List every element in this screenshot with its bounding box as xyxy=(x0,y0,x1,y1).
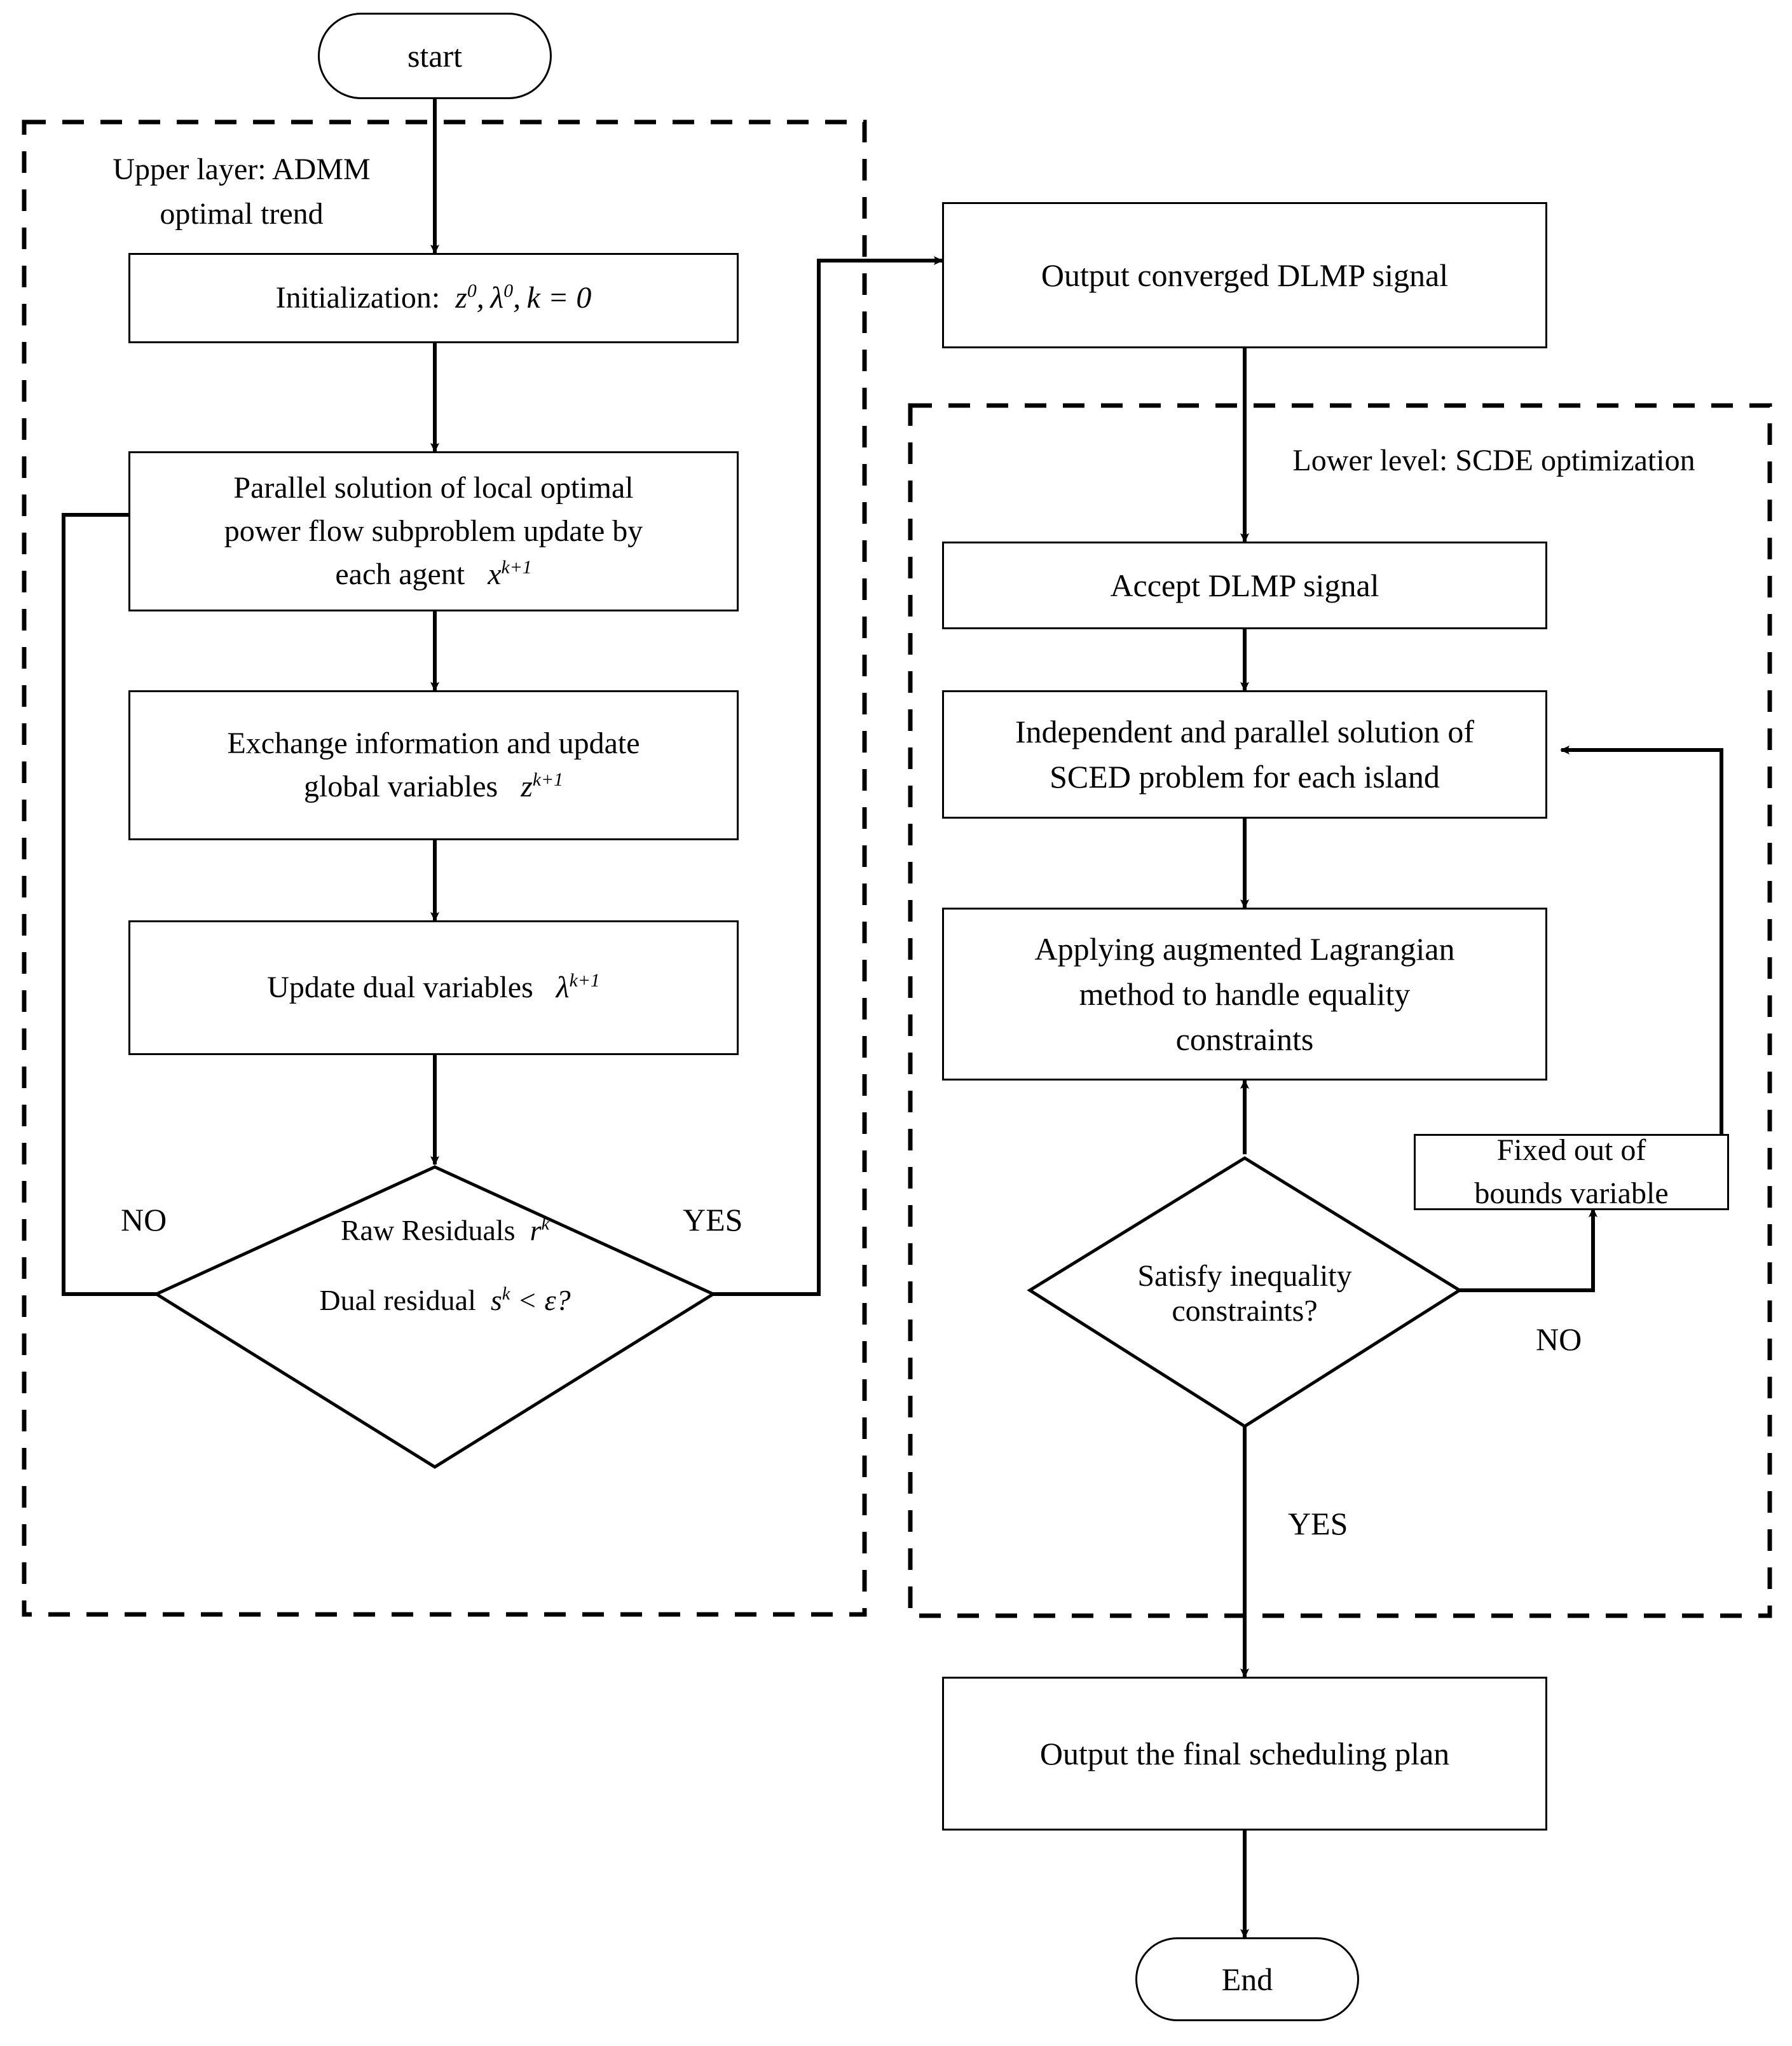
decision-residual-math2: sk < ε? xyxy=(490,1283,571,1316)
decision-residual-math1: rk xyxy=(530,1213,550,1246)
edge-ineq-no-fixed xyxy=(1460,1208,1597,1292)
node-start[interactable]: start xyxy=(318,13,552,99)
decision-residual-label2: Dual residual xyxy=(319,1283,476,1316)
node-sced-content: Independent and parallel solution of SCE… xyxy=(1006,709,1483,800)
node-fixed-content: Fixed out of bounds variable xyxy=(1465,1129,1677,1215)
node-exchange-math: zk+1 xyxy=(505,769,564,803)
node-fixed-line1: Fixed out of xyxy=(1496,1133,1646,1167)
node-parallel-solution[interactable]: Parallel solution of local optimal power… xyxy=(128,451,739,611)
group-lower-line1: Lower level: SCDE optimization xyxy=(1292,444,1695,477)
node-lagr-line1: Applying augmented Lagrangian xyxy=(1034,931,1455,967)
node-lagr-line2: method to handle equality xyxy=(1079,976,1411,1012)
node-dual-math: λk+1 xyxy=(556,969,600,1004)
edge-label-residual-no: NO xyxy=(121,1202,167,1238)
node-dual-line1: Update dual variables xyxy=(267,970,533,1004)
node-dual-content: Update dual variables λk+1 xyxy=(258,966,608,1009)
node-initialization[interactable]: Initialization: z0, λ0, k = 0 xyxy=(128,253,739,343)
node-sced-solution[interactable]: Independent and parallel solution of SCE… xyxy=(942,690,1547,819)
decision-residual-diamond xyxy=(153,1165,717,1469)
node-initialization-content: Initialization: z0, λ0, k = 0 xyxy=(267,276,601,320)
node-parallel-math: xk+1 xyxy=(488,557,532,592)
node-lagr-line3: constraints xyxy=(1175,1021,1314,1057)
edge-residual-yes xyxy=(713,256,943,1296)
node-final-plan-label: Output the final scheduling plan xyxy=(1039,1735,1450,1771)
decision-residual-label1: Raw Residuals xyxy=(340,1213,516,1246)
node-exchange-line1: Exchange information and update xyxy=(227,726,640,760)
node-initialization-math: z0, λ0, k = 0 xyxy=(455,280,592,315)
node-augmented-lagrangian[interactable]: Applying augmented Lagrangian method to … xyxy=(942,908,1547,1081)
node-sced-line2: SCED problem for each island xyxy=(1050,759,1440,795)
node-parallel-line1: Parallel solution of local optimal xyxy=(233,470,634,505)
node-output-converged-dlmp[interactable]: Output converged DLMP signal xyxy=(942,202,1547,348)
node-exchange-content: Exchange information and update global v… xyxy=(218,722,648,808)
decision-residual-line1: Raw Residuals rk xyxy=(280,1195,610,1265)
node-fixed-line2: bounds variable xyxy=(1474,1176,1669,1210)
node-update-dual-variables[interactable]: Update dual variables λk+1 xyxy=(128,920,739,1055)
decision-inequality-line1: Satisfy inequality xyxy=(1137,1259,1352,1293)
node-start-label: start xyxy=(407,38,463,74)
edge-label-inequality-no: NO xyxy=(1536,1321,1582,1357)
decision-inequality-line2: constraints? xyxy=(1172,1294,1318,1328)
node-parallel-line2: power flow subproblem update by xyxy=(224,514,643,548)
group-label-lower: Lower level: SCDE optimization xyxy=(1252,439,1735,483)
node-accept-dlmp[interactable]: Accept DLMP signal xyxy=(942,542,1547,629)
node-parallel-solution-content: Parallel solution of local optimal power… xyxy=(215,467,652,596)
node-output-dlmp-label: Output converged DLMP signal xyxy=(1041,257,1449,293)
node-output-final-plan[interactable]: Output the final scheduling plan xyxy=(942,1677,1547,1831)
node-exchange-line2: global variables xyxy=(303,770,498,803)
node-parallel-line3: each agent xyxy=(335,557,465,592)
node-sced-line1: Independent and parallel solution of xyxy=(1015,714,1474,749)
decision-residual-line2: Dual residual sk < ε? xyxy=(267,1265,623,1335)
decision-inequality-diamond xyxy=(1027,1156,1463,1428)
group-label-upper: Upper layer: ADMM optimal trend xyxy=(95,147,388,236)
node-lagr-content: Applying augmented Lagrangian method to … xyxy=(1026,927,1464,1062)
node-end-label: End xyxy=(1221,1961,1273,1997)
group-upper-dashed-box xyxy=(22,119,867,1617)
node-exchange-information[interactable]: Exchange information and update global v… xyxy=(128,690,739,840)
node-fixed-out-of-bounds[interactable]: Fixed out of bounds variable xyxy=(1414,1133,1729,1210)
edge-fixed-to-sced xyxy=(1560,746,1723,1138)
group-upper-line2: optimal trend xyxy=(160,196,324,231)
edge-residual-no-loop xyxy=(62,510,211,1296)
group-lower-dashed-box xyxy=(908,403,1772,1618)
node-initialization-label: Initialization: xyxy=(275,280,441,315)
group-upper-line1: Upper layer: ADMM xyxy=(113,153,371,186)
edge-label-inequality-yes: YES xyxy=(1288,1506,1348,1541)
node-end[interactable]: End xyxy=(1135,1937,1359,2021)
edge-label-residual-yes: YES xyxy=(683,1202,743,1238)
node-accept-dlmp-label: Accept DLMP signal xyxy=(1110,567,1379,603)
decision-inequality-text: Satisfy inequality constraints? xyxy=(1081,1239,1409,1347)
